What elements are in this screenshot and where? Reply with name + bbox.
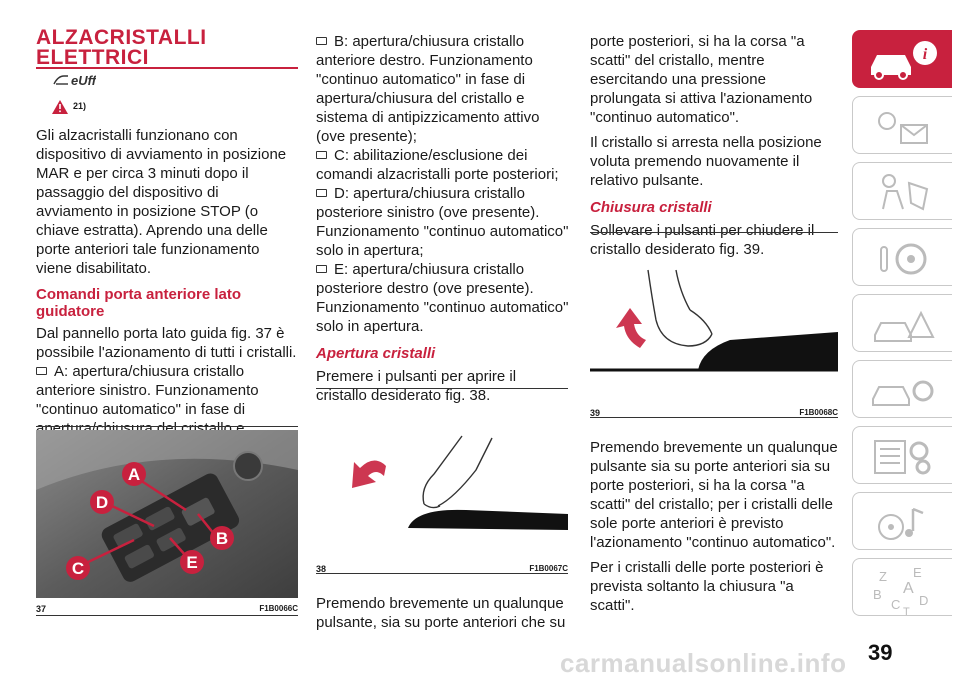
bullet-e-text: E: apertura/chiusura cristallo posterior… [316,261,569,335]
car-info-icon: i [871,41,937,80]
finger-press-illustration [352,435,568,530]
scatti-front-paragraph: Premendo brevemente un qualunque pulsant… [590,439,838,551]
checkbox-bullet-icon [36,367,47,375]
chapter-sidebar: i [852,0,960,678]
tab-specs[interactable] [852,426,952,484]
figure-37: A D B C E 37 F1B0066C [36,426,298,616]
subheading-apertura: Apertura cristalli [316,345,436,362]
index-letter: A [903,580,914,597]
subheading-chiusura: Chiusura cristalli [590,199,712,216]
index-letter: Z [879,569,887,584]
door-panel-photo: A D B C E [36,430,298,598]
tab-emergency[interactable] [852,294,952,352]
index-letter: D [919,593,928,608]
title-rule [36,67,298,69]
tab-warning-lights[interactable] [852,96,952,154]
maintenance-icon [872,380,934,406]
steering-wheel-icon [880,243,927,275]
emergency-icon [874,310,935,342]
label-d: D [96,493,108,512]
warning-triangle-icon [52,100,68,114]
column-3: porte posteriori, si ha la corsa "a scat… [590,32,840,259]
scatti-paragraph: porte posteriori, si ha la corsa "a scat… [590,33,813,126]
figure-37-code: F1B0066C [259,604,298,613]
rear-windows-paragraph: Per i cristalli delle porte posteriori è… [590,559,824,614]
column-2: B: apertura/chiusura cristallo anteriore… [316,32,570,405]
warning-lights-icon [878,112,928,144]
index-letter: E [913,565,922,580]
subheading-driver-door: Comandi porta anteriore lato guidatore [36,286,242,320]
index-letter: B [873,587,882,602]
safety-icon [882,174,929,211]
column-2-bottom: Premendo brevemente un qualunque pulsant… [316,594,570,632]
index-icon: Z E A B C D T [873,565,928,618]
figure-39-number: 39 [590,408,601,418]
figure-38-number: 38 [316,564,327,574]
specs-icon [874,440,931,475]
checkbox-bullet-icon [316,151,327,159]
tab-multimedia[interactable] [852,492,952,550]
intro-paragraph: Gli alzacristalli funzionano con disposi… [36,127,287,277]
bullet-c: C: abilitazione/esclusione dei comandi a… [316,146,570,184]
label-c: C [72,559,84,578]
checkbox-bullet-icon [316,37,327,45]
finger-lift-illustration [590,269,838,372]
label-b: B [216,529,228,548]
chiusura-paragraph: Sollevare i pulsanti per chiudere il cri… [590,222,815,258]
arresto-paragraph: Il cristallo si arresta nella posizione … [590,134,822,189]
bullet-d-text: D: apertura/chiusura cristallo posterior… [316,185,569,259]
tab-car-info[interactable]: i [852,30,952,88]
apertura-paragraph: Premere i pulsanti per aprire il cristal… [316,368,517,404]
bullet-e: E: apertura/chiusura cristallo posterior… [316,260,570,336]
svg-text:i: i [923,46,928,63]
bullet-b-text: B: apertura/chiusura cristallo anteriore… [316,33,540,145]
tab-index[interactable]: Z E A B C D T [852,558,952,618]
figure-38-code: F1B0067C [529,564,568,573]
warning-reference: 21) [73,101,87,111]
bullet-c-text: C: abilitazione/esclusione dei comandi a… [316,147,559,183]
watermark: carmanualsonline.info [560,648,847,678]
index-letter: C [891,597,900,612]
checkbox-bullet-icon [316,265,327,273]
label-e: E [186,553,197,572]
title-line-1: ALZACRISTALLI [36,26,207,49]
title-line-2: ELETTRICI [36,46,149,69]
tab-driving[interactable] [852,228,952,286]
figure-37-number: 37 [36,604,47,614]
bullet-d: D: apertura/chiusura cristallo posterior… [316,184,570,260]
column-1: Gli alzacristalli funzionano con disposi… [36,126,298,457]
page-number: 39 [868,640,893,665]
figure-39-code: F1B0068C [799,408,838,417]
checkbox-bullet-icon [316,189,327,197]
eco-window-icon: eUff [53,73,96,88]
column-3-bottom: Premendo brevemente un qualunque pulsant… [590,438,840,615]
index-letter: T [903,606,910,617]
driver-panel-paragraph: Dal pannello porta lato guida fig. 37 è … [36,325,297,361]
column-2-bottom-paragraph: Premendo brevemente un qualunque pulsant… [316,595,566,631]
figure-39: 39 F1B0068C [590,232,838,418]
section-title: ALZACRISTALLI ELETTRICI [36,26,298,69]
bullet-b: B: apertura/chiusura cristallo anteriore… [316,32,570,146]
label-a: A [128,465,140,484]
tab-safety[interactable] [852,162,952,220]
tab-maintenance[interactable] [852,360,952,418]
multimedia-icon [878,507,924,540]
figure-38: 38 F1B0067C [316,388,568,574]
svg-text:eUff: eUff [71,73,96,88]
